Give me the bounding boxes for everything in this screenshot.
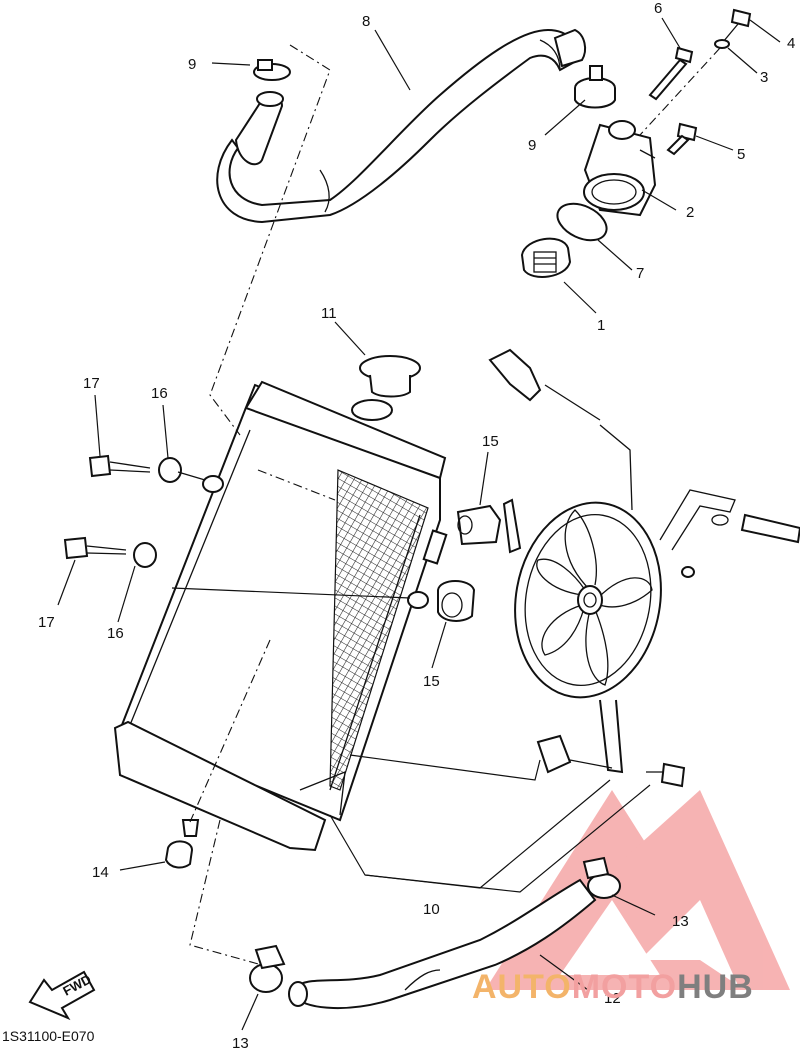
collar-16-upper <box>158 457 182 483</box>
callout-14: 14 <box>92 864 109 881</box>
fan-motor-assembly <box>488 348 800 774</box>
callout-leaders <box>57 17 781 1031</box>
callout-9-upper: 9 <box>188 56 196 73</box>
hose-clamp-lower-left <box>249 944 286 993</box>
callout-17-upper: 17 <box>83 375 100 392</box>
callout-6: 6 <box>654 0 662 17</box>
thermostat-housing <box>583 120 657 217</box>
wire-clip <box>536 734 572 774</box>
grommet-15-lower <box>437 580 476 622</box>
callout-15-lower: 15 <box>423 673 440 690</box>
diagram-code: 1S31100-E070 <box>2 1028 95 1044</box>
callout-2: 2 <box>686 204 694 221</box>
callout-9-right: 9 <box>528 137 536 154</box>
assembly-lines <box>189 44 721 966</box>
callout-17-lower: 17 <box>38 614 55 631</box>
o-ring <box>556 202 608 242</box>
upper-radiator-hose <box>216 28 587 224</box>
watermark-auto: AUTO <box>472 968 572 1006</box>
hose-clamp-upper-left <box>253 59 291 81</box>
callout-7: 7 <box>636 265 644 282</box>
callout-11: 11 <box>321 305 337 322</box>
callout-16-lower: 16 <box>107 625 124 642</box>
watermark-text: AUTOMOTOHUB <box>472 968 754 1007</box>
callout-1: 1 <box>597 317 605 334</box>
bolt-17-upper <box>88 454 151 478</box>
washer-3 <box>714 39 730 49</box>
radiator-cap <box>359 355 421 398</box>
watermark-hub: HUB <box>677 968 754 1006</box>
drain-bolt-14 <box>164 840 194 869</box>
callout-3: 3 <box>760 69 768 86</box>
grommet-15-upper <box>456 504 502 546</box>
lower-radiator-hose <box>288 878 597 1010</box>
fwd-arrow-icon: FWD <box>28 970 96 1021</box>
bolt-17-lower <box>63 536 127 560</box>
callout-16-upper: 16 <box>151 385 168 402</box>
callout-15-upper: 15 <box>482 433 499 450</box>
grommet-15-lower-hole <box>457 515 473 535</box>
callout-4: 4 <box>787 35 795 52</box>
thermostat <box>520 237 572 278</box>
bracket-bolt <box>646 762 686 788</box>
callout-12: 12 <box>604 990 621 1007</box>
callout-5: 5 <box>737 146 745 163</box>
callout-13-left: 13 <box>232 1035 249 1051</box>
callout-13-right: 13 <box>672 913 689 930</box>
radiator-core <box>113 380 448 852</box>
grommet-15-lower-hole2 <box>441 592 463 618</box>
hose-clamp-lower-right <box>582 856 621 899</box>
hose-clamp-upper-right <box>574 65 616 109</box>
callout-10: 10 <box>423 901 440 918</box>
watermark-logo-icon <box>485 790 790 990</box>
callout-labels: 1 2 3 4 5 6 7 8 9 9 10 11 12 13 13 14 15… <box>38 0 795 1051</box>
bolt-5 <box>666 122 698 156</box>
watermark-moto: MOTO <box>571 968 678 1006</box>
callout-8: 8 <box>362 13 370 30</box>
bolt-6 <box>648 46 694 101</box>
collar-16-lower <box>133 542 157 568</box>
